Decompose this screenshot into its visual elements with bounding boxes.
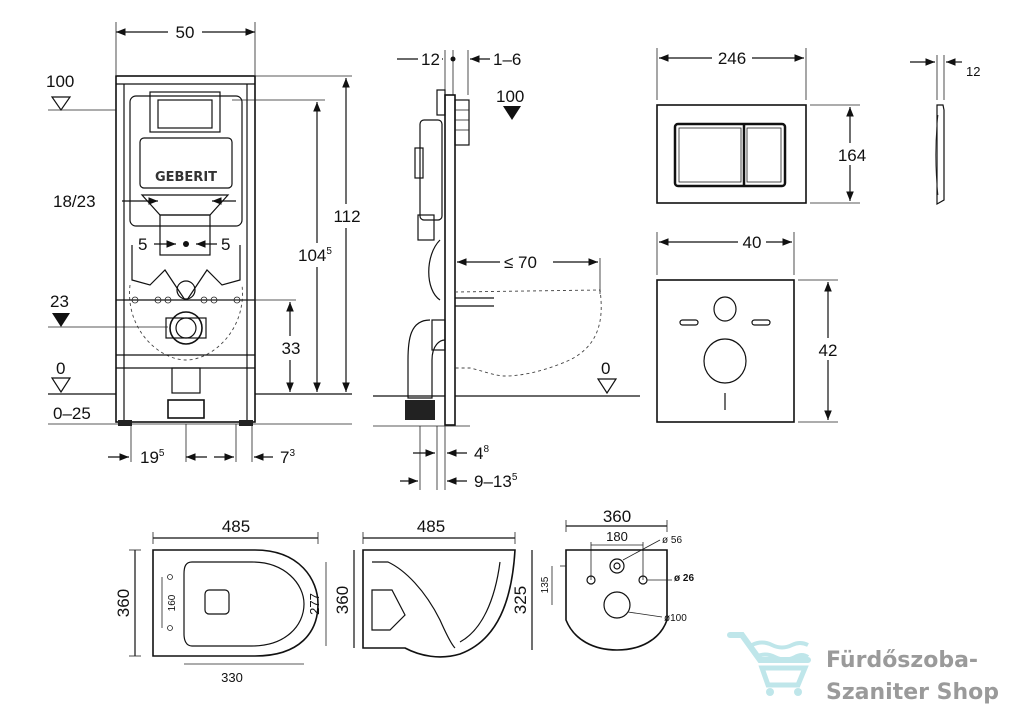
side-view: 12 1–6 100 ≤ 70 0 [373, 47, 640, 491]
back-d26: ø 26 [674, 573, 694, 584]
label-18-23: 18/23 [53, 192, 96, 211]
plate-thickness-label: 12 [966, 64, 980, 79]
bowl-back-view: 360 180 ø 56 ø 26 ø100 325 135 [511, 507, 694, 651]
height-112-label: 112 [333, 207, 360, 226]
back-d56: ø 56 [662, 535, 682, 546]
side-level-100: 100 [496, 87, 524, 106]
side-bowl-length: 485 [417, 517, 445, 536]
back-inner-180: 180 [606, 529, 628, 544]
brand-label: GEBERIT [155, 170, 217, 185]
bottom-7-label: 73 [280, 448, 295, 467]
top-width-label: 360 [114, 589, 133, 617]
bowl-side-view: 485 360 [333, 517, 516, 658]
pad-width-label: 40 [743, 233, 762, 252]
top-inner-160: 160 [167, 594, 178, 611]
height-33-label: 33 [282, 339, 301, 358]
label-5-left: 5 [138, 235, 147, 254]
side-depth-70: ≤ 70 [504, 253, 537, 272]
flush-plate-view: 246 164 12 [656, 46, 980, 206]
back-height-label: 325 [511, 586, 530, 614]
top-inner-330: 330 [221, 670, 243, 685]
plate-height-label: 164 [838, 146, 866, 165]
top-length-label: 485 [222, 517, 250, 536]
watermark-line2: Szaniter Shop [826, 680, 999, 705]
front-width-label: 50 [176, 23, 195, 42]
back-width-label: 360 [603, 507, 631, 526]
side-level-0: 0 [601, 359, 610, 378]
side-bottom-4: 48 [474, 444, 489, 463]
level-0-label: 0 [56, 359, 65, 378]
sound-pad-view: 40 42 [656, 230, 844, 423]
watermark: Fürdőszoba- Szaniter Shop [727, 632, 999, 705]
back-d100: ø100 [664, 613, 687, 624]
back-inner-135: 135 [540, 576, 551, 593]
height-104-label: 1045 [298, 246, 332, 265]
bathtub-logo-icon [727, 632, 811, 696]
top-inner-277: 277 [307, 593, 322, 615]
front-view: 50 GEBERIT [46, 20, 366, 467]
level-23-label: 23 [50, 292, 69, 311]
range-0-25-label: 0–25 [53, 404, 91, 423]
plate-width-label: 246 [718, 49, 746, 68]
pad-height-label: 42 [819, 341, 838, 360]
watermark-line1: Fürdőszoba- [826, 648, 978, 673]
side-bottom-9-13: 9–135 [474, 472, 518, 491]
label-5-right: 5 [221, 235, 230, 254]
side-label-1-6: 1–6 [493, 50, 521, 69]
side-bowl-height: 360 [333, 586, 352, 614]
bowl-top-view: 485 360 160 277 330 [114, 517, 327, 685]
level-100-label: 100 [46, 72, 74, 91]
side-label-12: 12 [421, 50, 440, 69]
bottom-19-label: 195 [140, 448, 165, 467]
